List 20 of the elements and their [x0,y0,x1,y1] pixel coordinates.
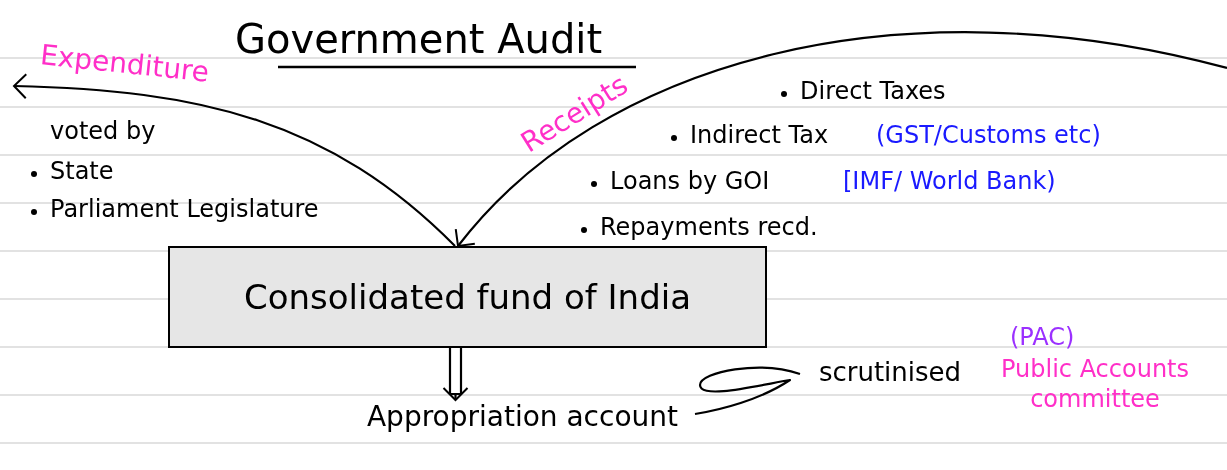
list-item: Repayments recd. [600,212,818,242]
list-item: Direct Taxes [800,76,946,106]
arrow [455,31,1227,247]
note-text: [IMF/ World Bank) [843,166,1056,196]
title: Government Audit [235,15,603,64]
arrow [13,73,456,247]
fund-box: Consolidated fund of India [168,246,767,348]
committee-name: Public Accounts committee [999,354,1191,414]
list-item: Loans by GOI [610,166,770,196]
list-item: Parliament Legislature [50,194,319,224]
node-text: scrutinised [800,352,980,392]
abbreviation-text: (PAC) [1010,322,1075,352]
node-text: Appropriation account [350,400,695,434]
note-text: (GST/Customs etc) [876,120,1101,150]
squiggle-connector [694,366,801,416]
list-item: Indirect Tax [690,120,829,150]
list-heading: voted by [50,116,156,146]
double-arrow [442,346,469,401]
list-item: State [50,156,114,186]
edge-label: Expenditure [39,41,211,87]
